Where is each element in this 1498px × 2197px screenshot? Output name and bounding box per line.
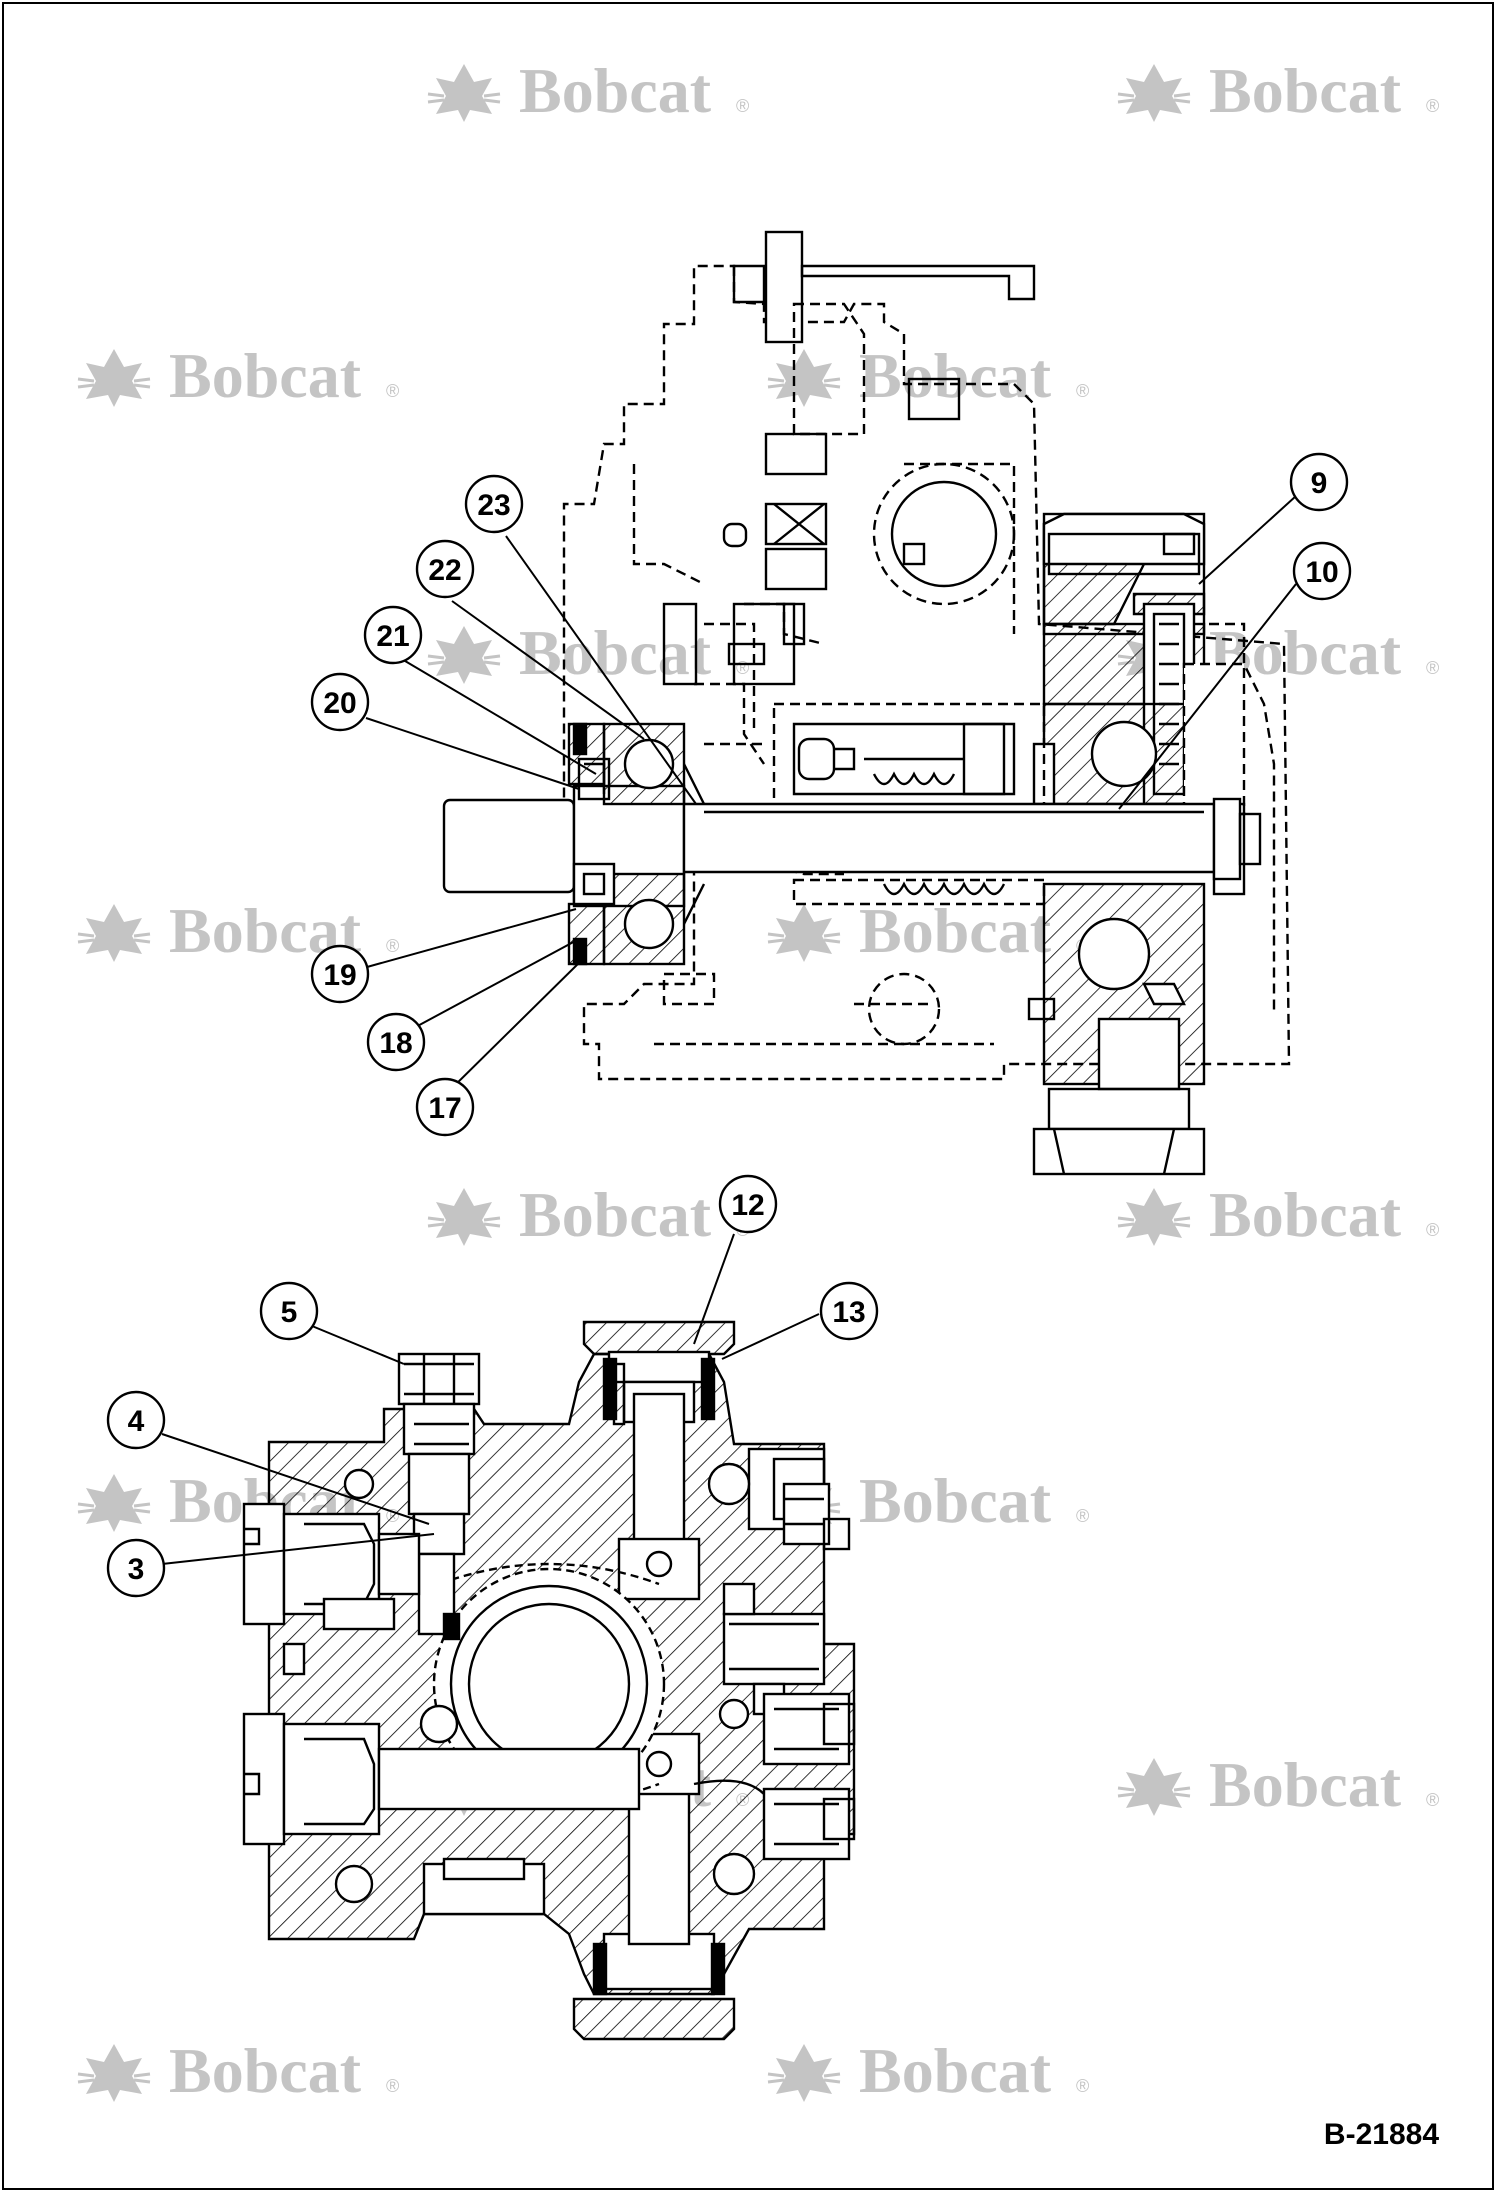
top-assembly-drawing <box>442 230 1291 1176</box>
bobcat-head-icon <box>1116 62 1192 124</box>
figure-id: B-21884 <box>1324 2118 1439 2151</box>
callout-13: 13 <box>819 1281 879 1341</box>
callout-3-label: 3 <box>128 1553 145 1586</box>
watermark-3: Bobcat ® <box>76 340 399 411</box>
watermark-registered-mark: ® <box>1076 2076 1089 2096</box>
watermark-text: Bobcat <box>859 895 1052 966</box>
bobcat-head-icon <box>766 2042 842 2104</box>
watermark-14: Bobcat ® <box>1116 1749 1439 1820</box>
watermark-registered-mark: ® <box>386 2076 399 2096</box>
callout-12-label: 12 <box>731 1189 764 1222</box>
bobcat-head-icon <box>766 902 842 964</box>
callout-5: 5 <box>259 1281 319 1341</box>
watermark-registered-mark: ® <box>736 658 749 678</box>
callout-3: 3 <box>106 1538 166 1598</box>
watermark-4: Bobcat ® <box>766 340 1089 411</box>
watermark-text: Bobcat <box>519 617 712 688</box>
bobcat-head-icon <box>426 62 502 124</box>
callout-18: 18 <box>366 1012 426 1072</box>
callout-13-label: 13 <box>832 1296 865 1329</box>
watermark-text: Bobcat <box>169 2035 362 2106</box>
bobcat-head-icon <box>426 624 502 686</box>
watermark-12: Bobcat ® <box>766 1465 1089 1536</box>
bobcat-head-icon <box>1116 1186 1192 1248</box>
bobcat-head-icon <box>1116 1756 1192 1818</box>
watermark-10: Bobcat ® <box>1116 1179 1439 1250</box>
callout-21: 21 <box>363 605 423 665</box>
callout-18-label: 18 <box>379 1027 412 1060</box>
callout-5-label: 5 <box>281 1296 298 1329</box>
watermark-9: Bobcat® <box>426 1179 749 1250</box>
callout-22-label: 22 <box>428 554 461 587</box>
callout-17: 17 <box>415 1077 475 1137</box>
leader-lines <box>161 495 1297 1565</box>
watermark-text: Bobcat <box>519 1179 712 1250</box>
callout-9-label: 9 <box>1311 467 1328 500</box>
watermark-registered-mark: ® <box>1426 1790 1439 1810</box>
callout-20: 20 <box>310 672 370 732</box>
bottom-section-drawing <box>242 1320 856 2041</box>
bobcat-head-icon <box>76 1472 152 1534</box>
bobcat-head-icon <box>76 902 152 964</box>
callout-21-label: 21 <box>376 620 409 653</box>
watermark-text: Bobcat <box>859 2035 1052 2106</box>
watermark-registered-mark: ® <box>386 381 399 401</box>
callout-12: 12 <box>718 1174 778 1234</box>
watermark-8: Bobcat® <box>766 895 1089 966</box>
callout-9: 9 <box>1289 452 1349 512</box>
watermark-text: Bobcat <box>859 340 1052 411</box>
bobcat-head-icon <box>76 2042 152 2104</box>
watermark-registered-mark: ® <box>1426 1220 1439 1240</box>
watermark-text: Bobcat <box>1209 1749 1402 1820</box>
watermark-registered-mark: ® <box>1076 1506 1089 1526</box>
watermark-text: Bobcat <box>169 340 362 411</box>
bobcat-head-icon <box>76 347 152 409</box>
watermark-text: Bobcat <box>1209 55 1402 126</box>
callout-4: 4 <box>106 1390 166 1450</box>
callout-19-label: 19 <box>323 959 356 992</box>
watermark-15: Bobcat ® <box>76 2035 399 2106</box>
watermark-text: Bobcat <box>859 1465 1052 1536</box>
callout-10-label: 10 <box>1305 556 1338 589</box>
watermark-registered-mark: ® <box>386 936 399 956</box>
bobcat-head-icon <box>766 347 842 409</box>
callout-23-label: 23 <box>477 489 510 522</box>
callout-19: 19 <box>310 944 370 1004</box>
watermark-2: Bobcat ® <box>1116 55 1439 126</box>
watermark-text: Bobcat <box>1209 1179 1402 1250</box>
callout-bubbles: 9 10 23 22 21 20 19 18 <box>106 452 1352 1598</box>
callout-23: 23 <box>464 474 524 534</box>
callout-4-label: 4 <box>128 1405 145 1438</box>
watermark-16: Bobcat ® <box>766 2035 1089 2106</box>
watermark-1: Bobcat ® <box>426 55 749 126</box>
callout-10: 10 <box>1292 541 1352 601</box>
watermark-registered-mark: ® <box>1426 96 1439 116</box>
callout-17-label: 17 <box>428 1092 461 1125</box>
callout-22: 22 <box>415 539 475 599</box>
watermark-registered-mark: ® <box>1426 658 1439 678</box>
exploded-view-diagram: Bobcat ® Bobcat ® Bobcat ® Bobcat ® Bobcat ® Bobca… <box>76 55 1439 2151</box>
watermark-layer: Bobcat ® Bobcat ® Bobcat ® Bobcat ® Bobcat ® Bobca… <box>76 55 1439 2106</box>
watermark-registered-mark: ® <box>1076 381 1089 401</box>
callout-20-label: 20 <box>323 687 356 720</box>
bobcat-head-icon <box>426 1186 502 1248</box>
watermark-registered-mark: ® <box>736 96 749 116</box>
watermark-5: Bobcat ® <box>426 617 749 688</box>
watermark-text: Bobcat <box>519 55 712 126</box>
